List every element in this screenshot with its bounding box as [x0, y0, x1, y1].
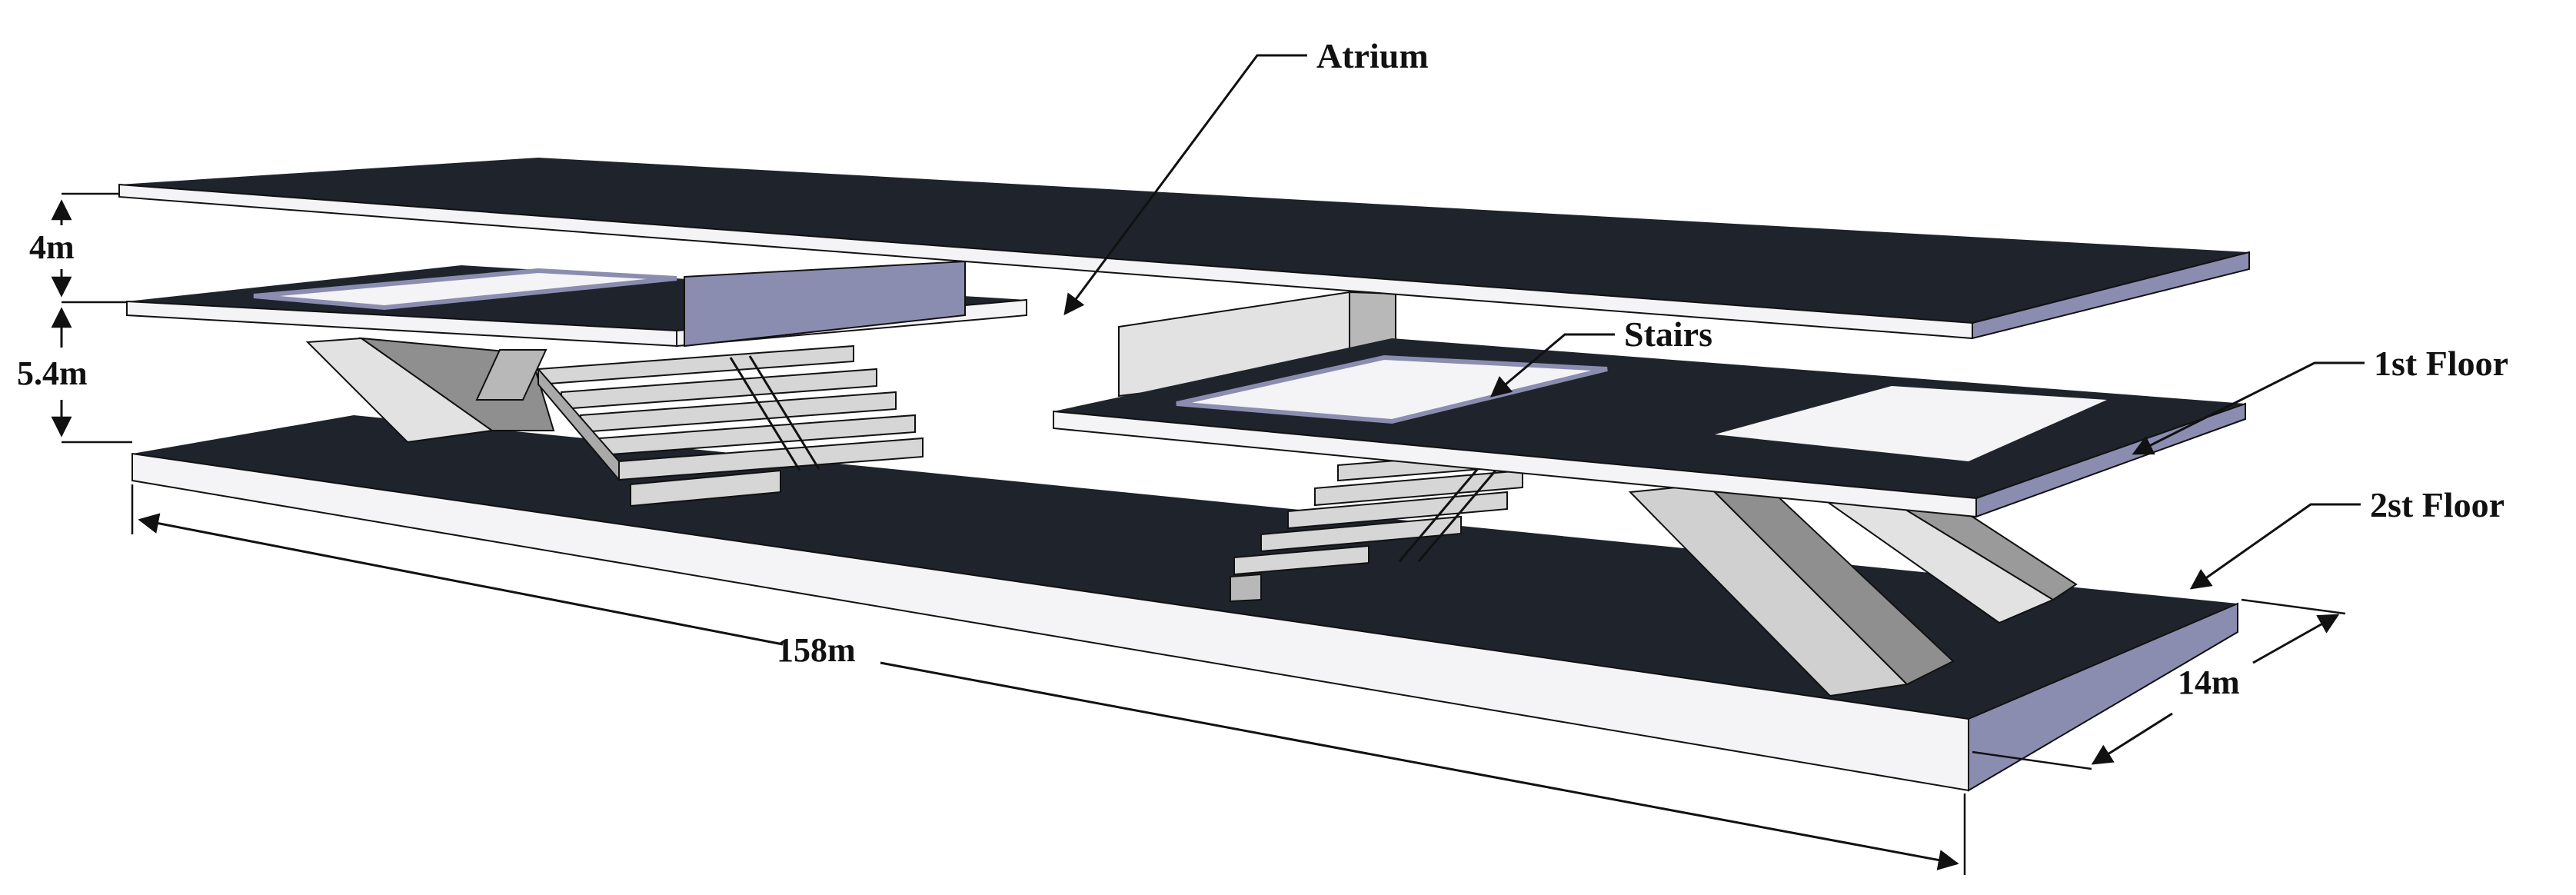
atrium-callout: Atrium	[1063, 36, 1429, 316]
right-slab-opening-1	[1176, 354, 1608, 424]
first-floor-label: 1st Floor	[2374, 344, 2508, 383]
ground-slab-side	[1968, 602, 2238, 792]
left-stairs	[537, 344, 924, 507]
width-dimension: 14m	[1972, 598, 2346, 770]
length-dimension: 158m	[131, 484, 1966, 875]
stairs-label: Stairs	[1624, 314, 1712, 354]
lower-height-label: 5.4m	[17, 354, 88, 392]
roof-slab	[118, 158, 2250, 340]
left-floor-slab	[126, 260, 1027, 348]
roof-slab-side	[1972, 251, 2250, 340]
right-slab-opening-2	[1715, 386, 2107, 461]
atrium-label: Atrium	[1316, 36, 1429, 75]
second-floor-callout: 2st Floor	[2189, 485, 2504, 590]
length-label: 158m	[777, 631, 856, 669]
second-floor-label: 2st Floor	[2370, 485, 2504, 524]
top-height-label: 4m	[29, 228, 75, 266]
roof-slab-top	[119, 158, 2249, 323]
left-atrium-wall	[684, 260, 966, 348]
left-slab-opening	[253, 268, 677, 311]
width-label: 14m	[2178, 664, 2240, 701]
left-support-walls	[305, 337, 555, 444]
right-support-walls	[1628, 467, 2078, 697]
stairs-callout: Stairs	[1489, 314, 1712, 398]
height-dimensions: 4m 5.4m	[17, 192, 132, 444]
first-floor-callout: 1st Floor	[2132, 344, 2508, 455]
